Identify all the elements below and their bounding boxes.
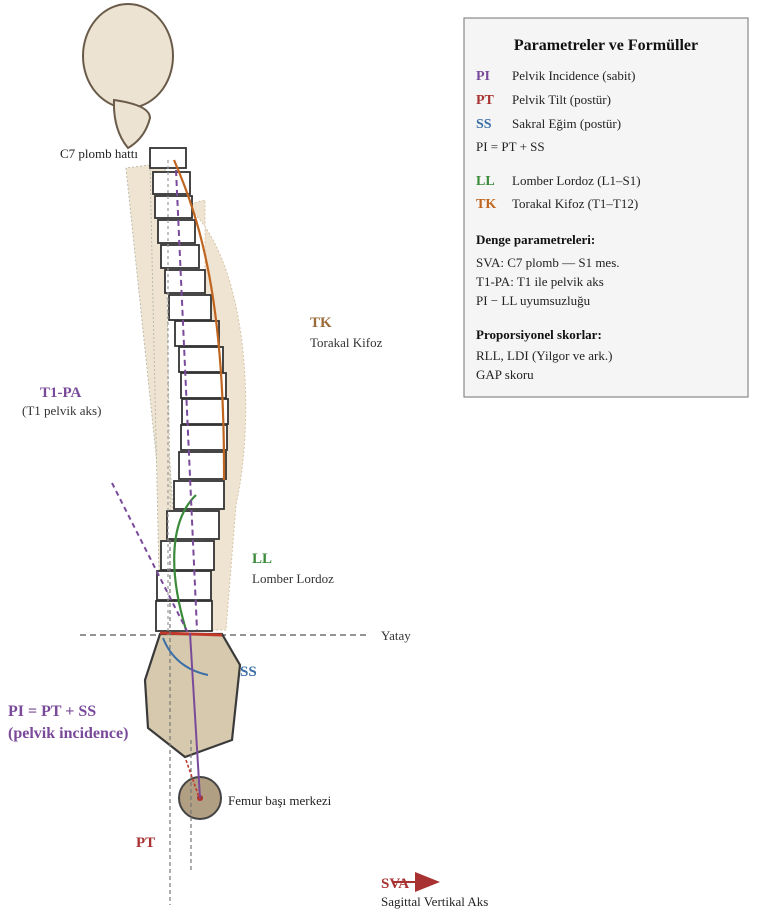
legend-ll-abbr: LL [476, 174, 495, 189]
tk-name-label: Torakal Kifoz [310, 335, 383, 350]
vertebra [181, 425, 227, 450]
vertebra [182, 399, 228, 424]
legend-prop-line: RLL, LDI (Yilgor ve ark.) [476, 348, 612, 363]
legend-tk-text: Torakal Kifoz (T1–T12) [512, 196, 638, 211]
legend-balance-line: PI − LL uyumsuzluğu [476, 293, 591, 308]
legend-pi-text: Pelvik Incidence (sabit) [512, 68, 635, 83]
legend-title: Parametreler ve Formüller [514, 37, 698, 54]
femoral-head-label: Femur başı merkezi [228, 793, 332, 808]
legend-prop-line: GAP skoru [476, 367, 534, 382]
jaw [114, 100, 150, 148]
legend-panel: Parametreler ve Formüller PI Pelvik Inci… [464, 18, 748, 397]
legend-pt-abbr: PT [476, 93, 495, 108]
legend-pi-abbr: PI [476, 69, 490, 84]
pelvis [145, 634, 240, 757]
tk-abbr-label: TK [310, 315, 332, 331]
vertebra [150, 148, 186, 168]
t1pa-name-label: (T1 pelvik aks) [22, 403, 101, 418]
vertebra [175, 321, 219, 346]
pt-label: PT [136, 835, 155, 851]
horizontal-label: Yatay [381, 628, 411, 643]
vertebra [157, 571, 211, 600]
legend-tk-abbr: TK [476, 197, 496, 212]
legend-balance-line: SVA: C7 plomb — S1 mes. [476, 255, 620, 270]
legend-pt-text: Pelvik Tilt (postür) [512, 92, 611, 107]
legend-ll-text: Lomber Lordoz (L1–S1) [512, 173, 641, 188]
head [83, 4, 173, 108]
vertebra [155, 196, 192, 218]
pi-name-label: (pelvik incidence) [8, 725, 128, 742]
vertebra [179, 347, 223, 372]
vertebra [161, 541, 214, 570]
t1pa-abbr-label: T1-PA [40, 385, 82, 401]
vertebra [169, 295, 211, 320]
vertebra [179, 452, 226, 479]
vertebra [181, 373, 226, 398]
c7-plumb-label: C7 plomb hattı [60, 146, 138, 161]
ll-name-label: Lomber Lordoz [252, 571, 334, 586]
legend-balance-title: Denge parametreleri: [476, 232, 595, 247]
ll-abbr-label: LL [252, 551, 272, 567]
legend-balance-line: T1-PA: T1 ile pelvik aks [476, 274, 604, 289]
vertebra [165, 270, 205, 293]
legend-ss-abbr: SS [476, 117, 492, 132]
legend-ss-text: Sakral Eğim (postür) [512, 116, 621, 131]
sva-abbr-label: SVA [381, 876, 409, 892]
vertebra [158, 220, 195, 243]
pi-formula-label: PI = PT + SS [8, 703, 96, 720]
ss-label: SS [240, 664, 257, 680]
legend-prop-title: Proporsiyonel skorlar: [476, 327, 602, 342]
sva-arrow-head [415, 872, 440, 892]
legend-formula: PI = PT + SS [476, 139, 545, 154]
sva-name-label: Sagittal Vertikal Aks [381, 894, 488, 909]
vertebra [174, 481, 224, 509]
